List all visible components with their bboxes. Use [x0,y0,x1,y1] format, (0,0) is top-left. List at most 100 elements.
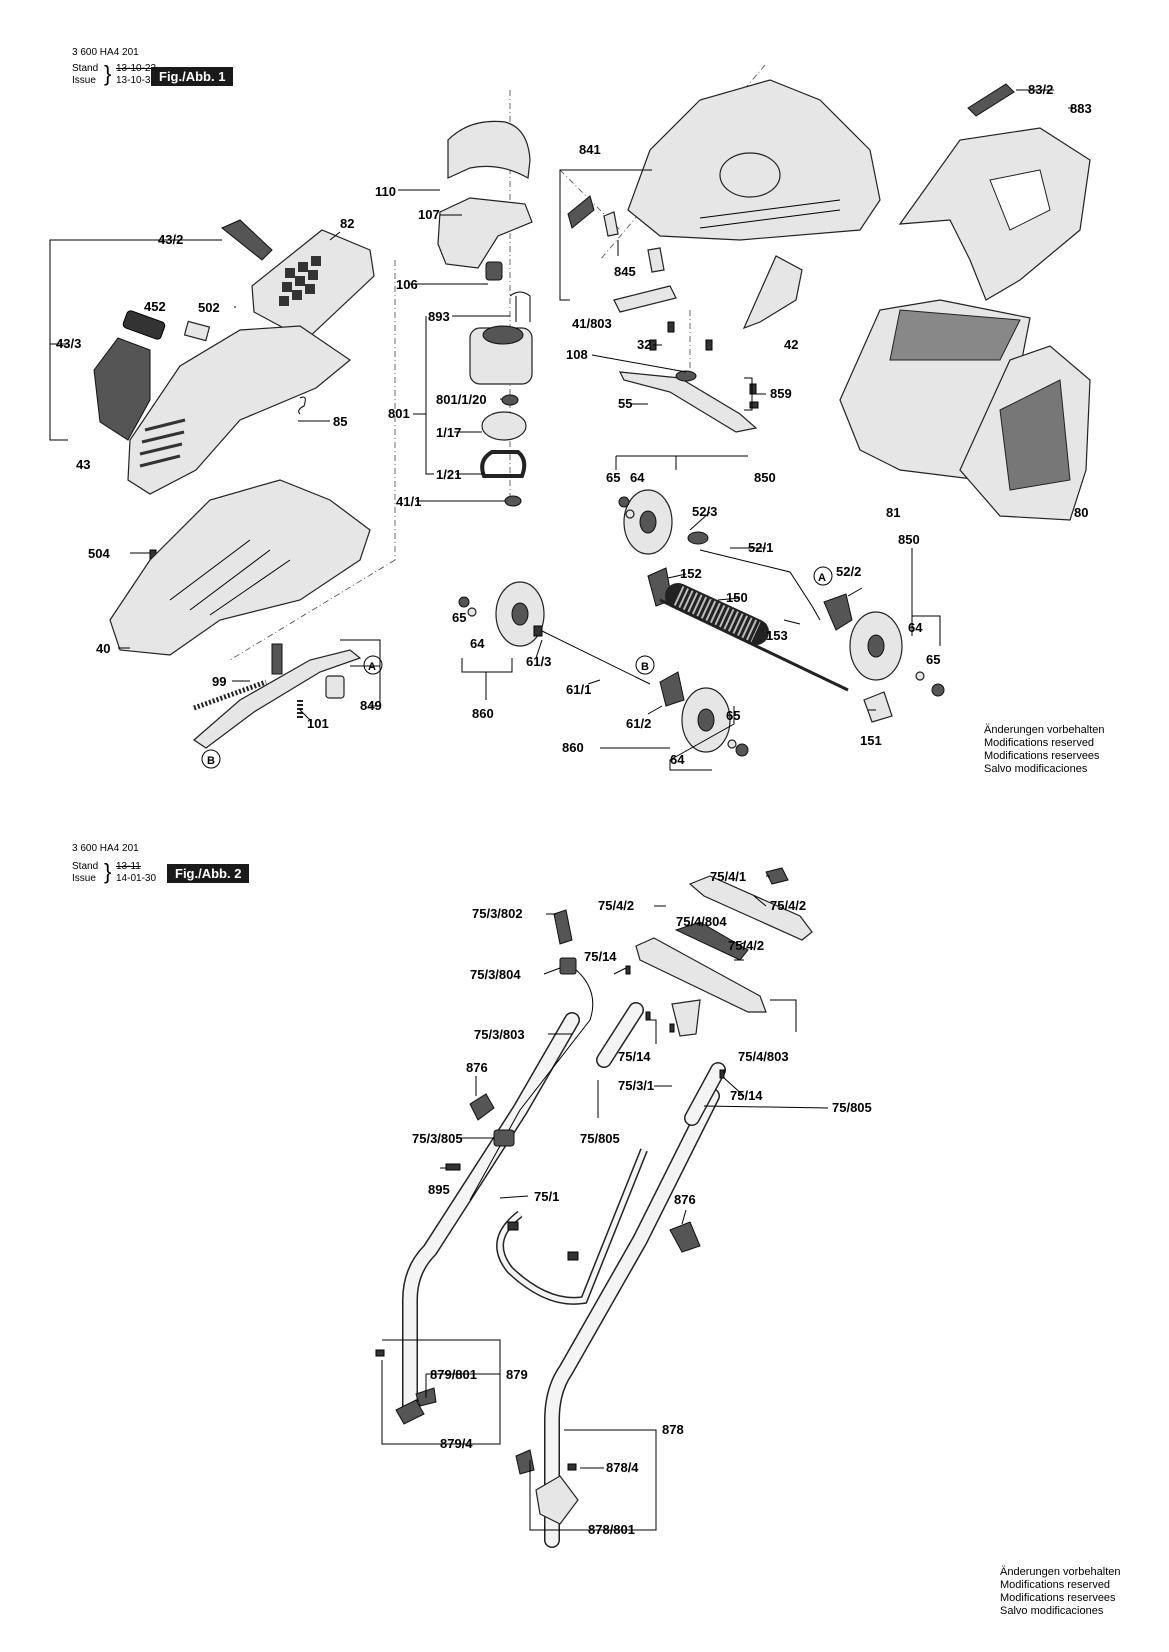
notice-line: Modifications reservees [1000,1592,1116,1604]
label-61-3: 61/3 [526,654,551,669]
part-75-3-1-housing [671,999,701,1037]
part-878-clip [515,1449,535,1475]
part-845-clip [603,211,619,237]
part-107-holder [437,197,533,269]
label-860: 860 [562,740,584,755]
label-75-3-802: 75/3/802 [472,906,523,921]
label-43-3: 43/3 [56,336,81,351]
part-41-1-washer [504,495,522,507]
label-876: 876 [466,1060,488,1075]
label-32: 32 [637,337,651,352]
label-99: 99 [212,674,226,689]
part-small-plate [183,320,211,342]
part-61-2-lever [659,671,685,707]
part-150-roller-grooves [673,586,761,642]
part-43-vents [139,418,186,468]
part-52-1-axle [699,549,821,621]
label-504: 504 [88,546,110,561]
part-75-1-ubar-inner [497,1149,647,1304]
part-99-spring [193,679,267,711]
part-83-2-grip [967,83,1015,117]
part-80-mesh [999,379,1071,491]
label-52-3: 52/3 [692,504,717,519]
label-452: 452 [144,299,166,314]
part-75-1-bolt [507,1221,519,1231]
label-75-3-805: 75/3/805 [412,1131,463,1146]
part-151-bracket [863,691,893,723]
label-1-21: 1/21 [436,467,461,482]
label-153: 153 [766,628,788,643]
part-878-801-foot [535,1475,579,1525]
fig2-leader-lines [381,875,829,1531]
part-81-mesh [889,309,1021,361]
fig2-stand-date: 13-11 [116,861,141,872]
label-878: 878 [662,1422,684,1437]
label-a: A [818,572,826,584]
notice-line: Salvo modificaciones [984,763,1088,775]
label-801-1-20: 801/1/20 [436,392,487,407]
part-883-cover [898,127,1091,301]
label-75-4-804: 75/4/804 [676,914,727,929]
fig2-brace: } [104,859,112,884]
label-876: 876 [674,1192,696,1207]
label-81: 81 [886,505,900,520]
label-883: 883 [1070,101,1092,116]
part-153-shaft [659,598,849,692]
label-64: 64 [630,470,645,485]
label-a: A [368,661,376,673]
part-40-chassis [109,479,371,656]
label-879-801: 879/801 [430,1367,477,1382]
label-83-2: 83/2 [1028,82,1053,97]
notice-fig2: Änderungen vorbehalten Modifications res… [1000,1566,1120,1618]
part-801-1-20-bearing [501,394,519,406]
part-41-803-flap [567,195,595,229]
part-43-housing [127,325,351,495]
label-43: 43 [76,457,90,472]
label-849: 849 [360,698,382,713]
label-879: 879 [506,1367,528,1382]
label-82: 82 [340,216,354,231]
part-75-3-804-connector [559,957,577,975]
label-106: 106 [396,277,418,292]
label-801: 801 [388,406,410,421]
marker-a-circle [363,655,383,675]
notice-line: Modifications reserved [1000,1579,1111,1591]
notice-line: Änderungen vorbehalten [984,724,1105,736]
part-43-3-grille [93,337,151,441]
part-75-1-bolt [567,1251,579,1261]
label-1-17: 1/17 [436,425,461,440]
marker-b-circle [635,655,655,675]
fig2-stand-label: Stand [72,861,99,872]
part-65-cap [735,743,749,757]
label-75-14: 75/14 [618,1049,651,1064]
fig2-issue-date: 14-01-30 [116,873,157,884]
label-152: 152 [680,566,702,581]
fig2-badge: Fig./Abb. 2 [167,864,250,883]
part-106-connector [485,261,503,281]
part-65-cap [458,596,470,608]
notice-line: Änderungen vorbehalten [1000,1566,1121,1578]
label-65: 65 [926,652,940,667]
label-65: 65 [726,708,740,723]
label-850: 850 [898,532,920,547]
notice-line: Modifications reserved [984,737,1095,749]
label-75-4-2: 75/4/2 [770,898,806,913]
part-879-left-tube [402,1012,580,1418]
part-801-motor-cap [482,325,524,345]
label-61-1: 61/1 [566,682,591,697]
label-893: 893 [428,309,450,324]
wheel-860-right [681,687,731,753]
part-452-badge [122,310,166,340]
part-40-detail [169,539,291,616]
part-75-3-803-cable [469,967,594,1201]
label-101: 101 [307,716,329,731]
label-52-1: 52/1 [748,540,773,555]
part-895-screw [445,1163,461,1171]
label-42: 42 [784,337,798,352]
part-52-2-lever [823,593,853,631]
part-1-21-belt [480,450,527,478]
label-151: 151 [860,733,882,748]
label-75-4-803: 75/4/803 [738,1049,789,1064]
part-841-ribs [699,199,841,229]
label-43-2: 43/2 [158,232,183,247]
